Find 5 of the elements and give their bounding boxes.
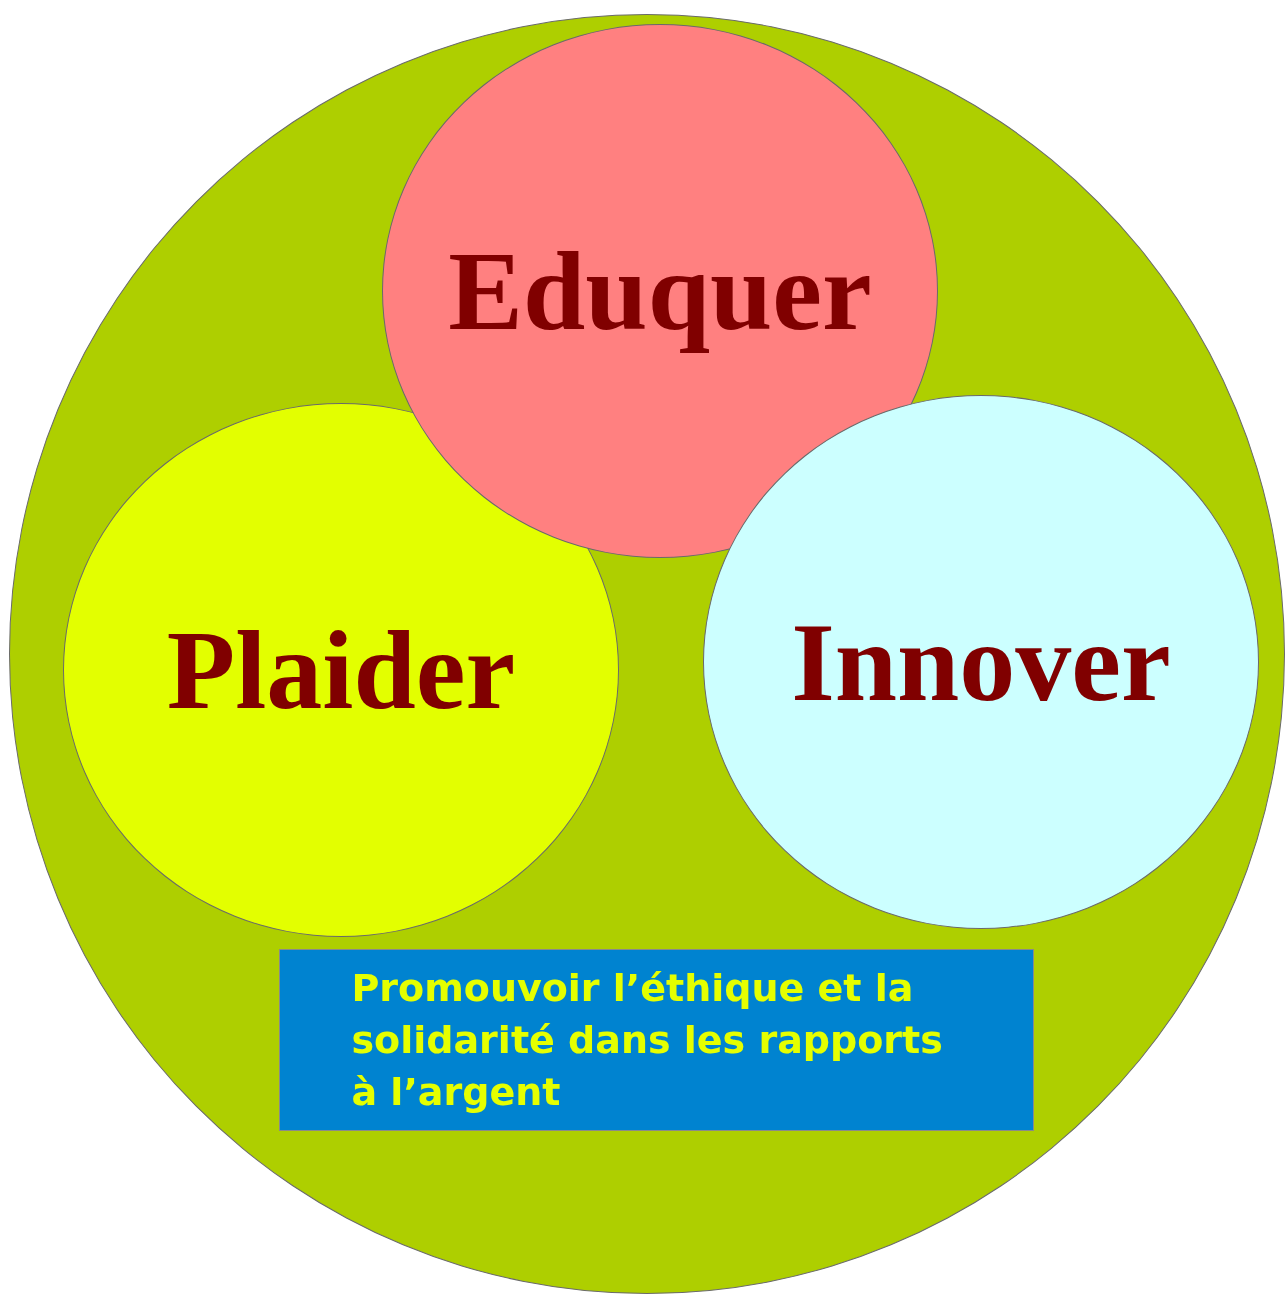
circle-label: Eduquer (448, 227, 872, 355)
panel-text: Promouvoir l’éthique et la solidarité dans les rapports à l’argent (351, 965, 944, 1116)
text-panel (279, 949, 1034, 1131)
circle-label: Plaider (166, 606, 516, 734)
circle-label: Innover (791, 598, 1171, 726)
